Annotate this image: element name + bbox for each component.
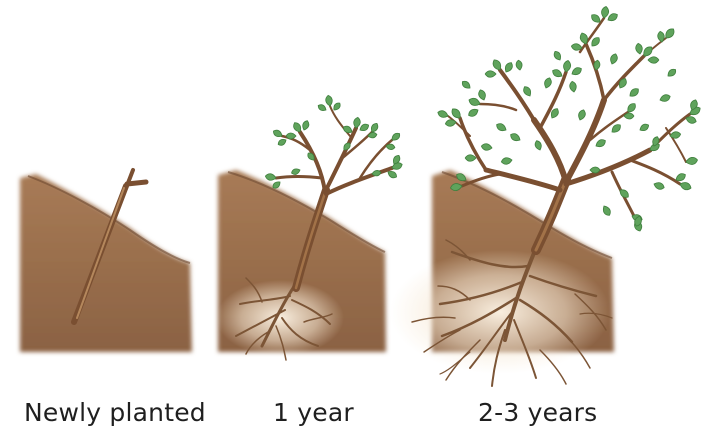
leaf xyxy=(552,50,562,62)
leaf xyxy=(594,138,607,149)
caption-2-3-years: 2-3 years xyxy=(478,398,597,427)
leaf xyxy=(679,181,692,192)
soil-block xyxy=(20,174,192,352)
leaf xyxy=(332,101,342,111)
panel-1-year xyxy=(216,95,403,360)
leaf xyxy=(609,53,619,65)
leaf xyxy=(577,109,587,121)
leaf xyxy=(467,107,480,118)
leaf xyxy=(648,57,659,63)
leaf xyxy=(669,131,681,139)
leaf xyxy=(291,167,301,175)
leaf xyxy=(468,97,481,108)
leaf xyxy=(325,95,333,107)
leaf xyxy=(353,117,361,129)
leaf xyxy=(368,132,378,139)
leaf xyxy=(477,89,487,101)
leaf xyxy=(509,132,522,143)
leaf xyxy=(601,6,610,19)
leaf xyxy=(437,109,449,119)
leaf xyxy=(579,32,590,45)
leaf xyxy=(286,133,296,139)
leaf xyxy=(485,71,496,77)
leaf xyxy=(551,68,564,79)
leaf xyxy=(445,119,457,127)
plant-growth-illustration xyxy=(0,0,713,390)
leaf xyxy=(653,181,665,191)
leaf xyxy=(570,66,583,77)
leaf xyxy=(465,155,476,161)
leaf xyxy=(522,85,533,98)
leaf xyxy=(277,138,287,147)
leaf xyxy=(685,157,698,166)
leaf xyxy=(659,93,671,103)
leaf xyxy=(569,81,577,93)
leaf xyxy=(635,43,643,55)
leaf xyxy=(601,204,612,217)
leaf xyxy=(503,61,514,74)
leaf xyxy=(461,79,472,90)
leaf xyxy=(639,122,651,132)
leaf xyxy=(495,122,508,133)
leaf xyxy=(265,173,277,181)
leaf xyxy=(534,140,543,151)
leaf xyxy=(563,60,572,73)
panel-2-3-years xyxy=(390,6,702,386)
panel-newly-planted xyxy=(20,170,192,352)
caption-newly-planted: Newly planted xyxy=(24,398,206,427)
leaf xyxy=(628,87,640,99)
leaf xyxy=(543,77,553,89)
caption-1-year: 1 year xyxy=(273,398,354,427)
leaf xyxy=(590,167,600,173)
leaf xyxy=(301,120,310,131)
leaf xyxy=(501,157,513,165)
leaf xyxy=(317,103,327,112)
leaf xyxy=(666,67,677,78)
root-zone-glow xyxy=(390,250,610,374)
leaf xyxy=(481,143,493,151)
leaf xyxy=(515,60,523,71)
